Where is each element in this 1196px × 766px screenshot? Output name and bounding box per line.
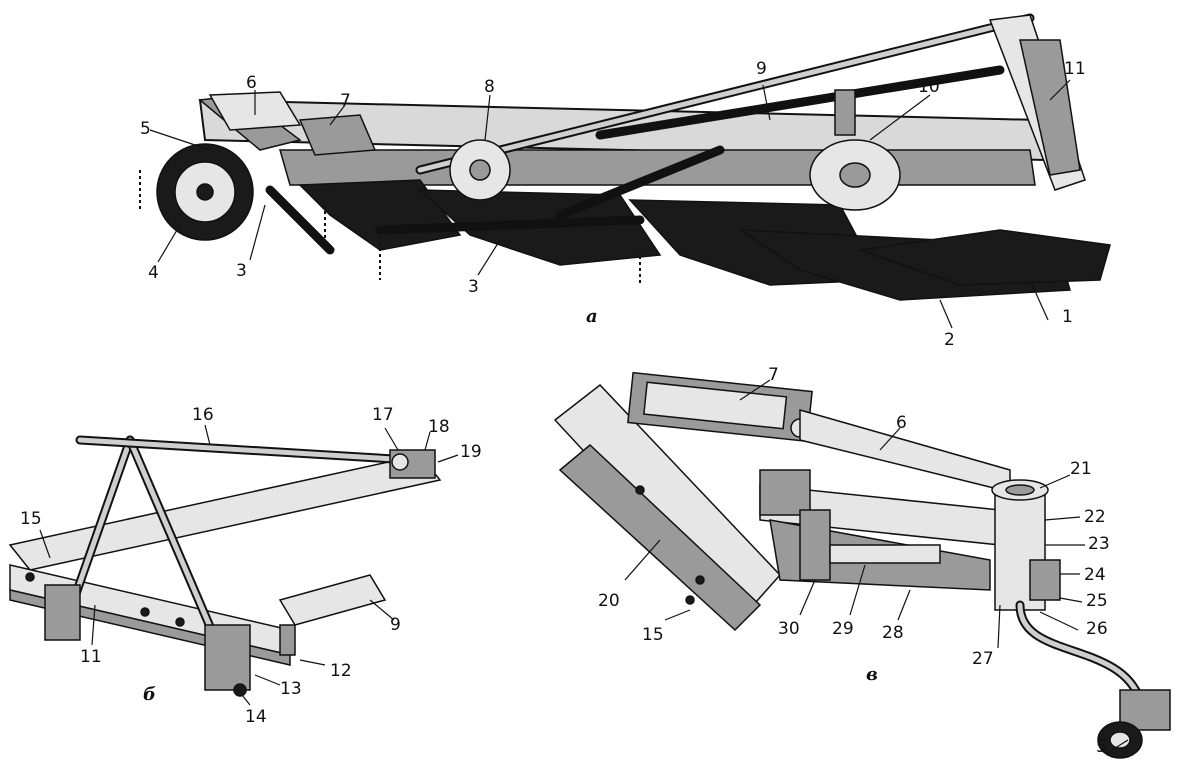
label-c-20: 20 (598, 591, 620, 611)
label-b-14: 14 (245, 707, 267, 727)
label-b-17: 17 (372, 405, 394, 425)
label-b-11: 11 (80, 647, 102, 667)
label-c-21: 21 (1070, 459, 1092, 479)
label-a-8: 8 (484, 77, 495, 97)
label-a-3-left: 3 (236, 261, 247, 281)
label-c-27: 27 (972, 649, 994, 669)
label-a-2: 2 (944, 330, 955, 350)
label-a-6: 6 (246, 73, 257, 93)
label-b-12: 12 (330, 661, 352, 681)
label-c-5: 5 (1096, 737, 1107, 757)
label-a-11: 11 (1064, 59, 1086, 79)
label-b-13: 13 (280, 679, 302, 699)
label-c-23: 23 (1088, 534, 1110, 554)
label-b-18: 18 (428, 417, 450, 437)
label-a-1: 1 (1062, 307, 1073, 327)
label-c-22: 22 (1084, 507, 1106, 527)
label-c-26: 26 (1086, 619, 1108, 639)
panel-c-mechanism-drawing (553, 371, 1171, 759)
panel-a-plow-drawing (139, 13, 1111, 301)
label-b-19: 19 (460, 442, 482, 462)
label-c-6: 6 (896, 413, 907, 433)
label-c-30: 30 (778, 619, 800, 639)
panel-c-caption: в (866, 664, 878, 685)
label-b-16: 16 (192, 405, 214, 425)
panel-b-labels: 9 11 12 13 14 15 16 17 18 19 б (20, 405, 482, 727)
label-b-9: 9 (390, 615, 401, 635)
label-c-25: 25 (1086, 591, 1108, 611)
label-a-4: 4 (148, 263, 159, 283)
panel-c-labels: 5 6 7 15 20 21 22 23 24 25 26 27 28 29 3… (598, 365, 1129, 757)
label-c-28: 28 (882, 623, 904, 643)
label-c-7: 7 (768, 365, 779, 385)
label-a-5: 5 (140, 119, 151, 139)
label-b-15: 15 (20, 509, 42, 529)
panel-a-caption: a (586, 306, 598, 327)
label-c-24: 24 (1084, 565, 1106, 585)
panel-b-hitch-drawing (8, 435, 442, 697)
label-a-3-right: 3 (468, 277, 479, 297)
label-a-9: 9 (756, 59, 767, 79)
label-c-15: 15 (642, 625, 664, 645)
label-a-10: 10 (918, 77, 940, 97)
label-a-7: 7 (340, 91, 351, 111)
label-c-29: 29 (832, 619, 854, 639)
panel-a-labels: 1 2 3 3 4 5 6 7 8 9 10 11 a (140, 59, 1086, 350)
panel-b-caption: б (143, 684, 156, 705)
